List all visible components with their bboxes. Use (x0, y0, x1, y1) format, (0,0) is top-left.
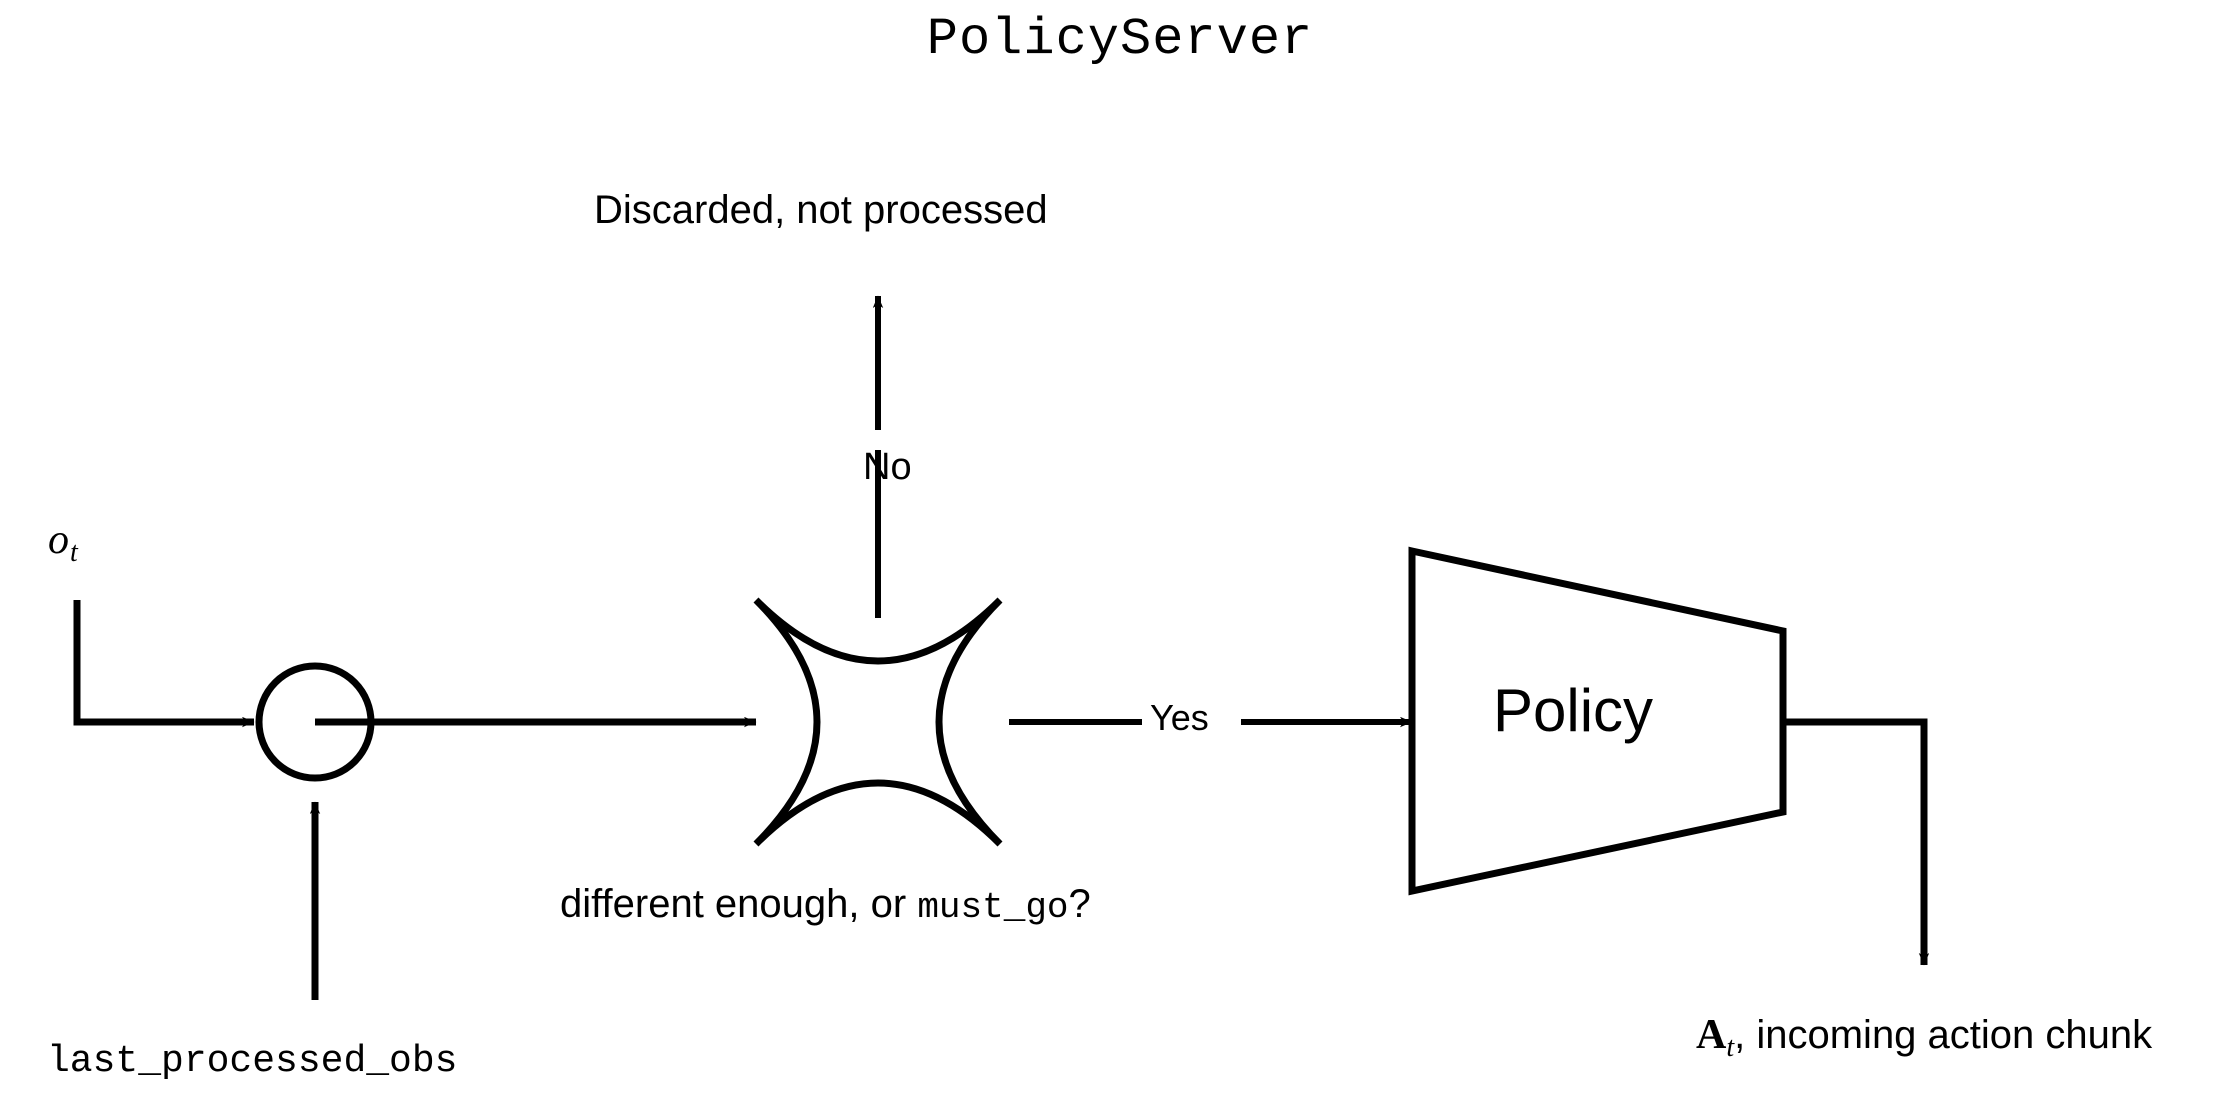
decision-question-code: must_go (917, 887, 1069, 928)
action-chunk-subscript: t (1726, 1031, 1735, 1063)
decision-question-prefix: different enough, or (560, 882, 918, 926)
observation-symbol: o (48, 517, 69, 563)
edge-policy-to-action-chunk (1783, 718, 1930, 966)
edge-obs-to-junction (73, 600, 255, 728)
branch-label-no: No (863, 446, 912, 488)
decision-star (753, 597, 1003, 847)
decision-question-suffix: ? (1068, 882, 1091, 926)
observation-subscript: t (70, 536, 78, 568)
action-chunk-label: At, incoming action chunk (1696, 1014, 2152, 1062)
last-processed-obs-label: last_processed_obs (47, 1040, 458, 1083)
action-chunk-symbol: A (1696, 1012, 1727, 1058)
policy-trapezoid (1408, 546, 1787, 896)
branch-label-yes: Yes (1150, 697, 1209, 738)
policy-label: Policy (1493, 677, 1654, 744)
discarded-label: Discarded, not processed (594, 188, 1048, 232)
page-title: PolicyServer (926, 10, 1314, 69)
decision-question-label: different enough, or must_go? (560, 884, 1091, 926)
action-chunk-description: , incoming action chunk (1734, 1013, 2153, 1057)
observation-label: ot (48, 518, 78, 567)
